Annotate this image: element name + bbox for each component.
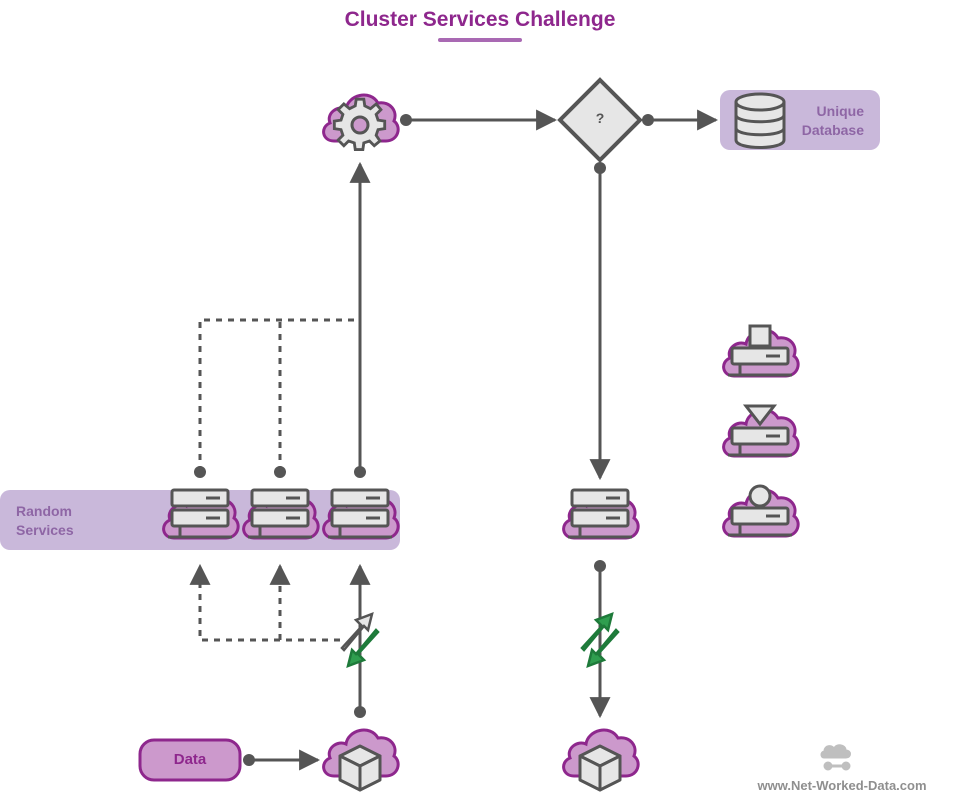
printer-cloud-icon [722,324,800,378]
connector-dot [594,560,606,572]
download-server-cloud-icon [722,404,800,458]
decision-label: ? [595,110,605,126]
data-label: Data [173,751,207,768]
cube-cloud-icon[interactable] [562,728,640,792]
server-cloud-icon[interactable] [162,488,240,540]
connector-dot [243,754,255,766]
cube-cloud-icon[interactable] [322,728,400,792]
connector-dot [354,466,366,478]
switch-icon [340,611,380,669]
connector-dot [642,114,654,126]
switch-icon [580,611,620,669]
record-server-cloud-icon [722,484,800,538]
data-node[interactable] [138,738,242,782]
dashed-line-upper [198,318,360,472]
gear-cloud-icon[interactable] [321,93,400,151]
random-services-label-line2: Services [16,522,74,538]
connector-dot [400,114,412,126]
connector-dot [594,162,606,174]
unique-database-label: Unique Database [780,102,864,140]
page-title: Cluster Services Challenge [344,8,616,31]
logo-icon [820,744,851,771]
footer-url: www.Net-Worked-Data.com [757,778,927,793]
server-cloud-icon[interactable] [562,488,640,540]
decision-diamond-icon[interactable] [557,77,643,163]
unique-database-label-line1: Unique [816,103,864,119]
unique-database-label-line2: Database [801,122,864,138]
connector-dot [194,466,206,478]
connector-dot [354,706,366,718]
title-underline [438,38,522,42]
dashed-line-lower [189,563,340,642]
server-cloud-icon[interactable] [242,488,320,540]
server-cloud-icon[interactable] [322,488,400,540]
connector-dot [274,466,286,478]
random-services-label: Random Services [16,502,136,540]
database-icon[interactable] [734,92,786,149]
random-services-label-line1: Random [16,503,72,519]
